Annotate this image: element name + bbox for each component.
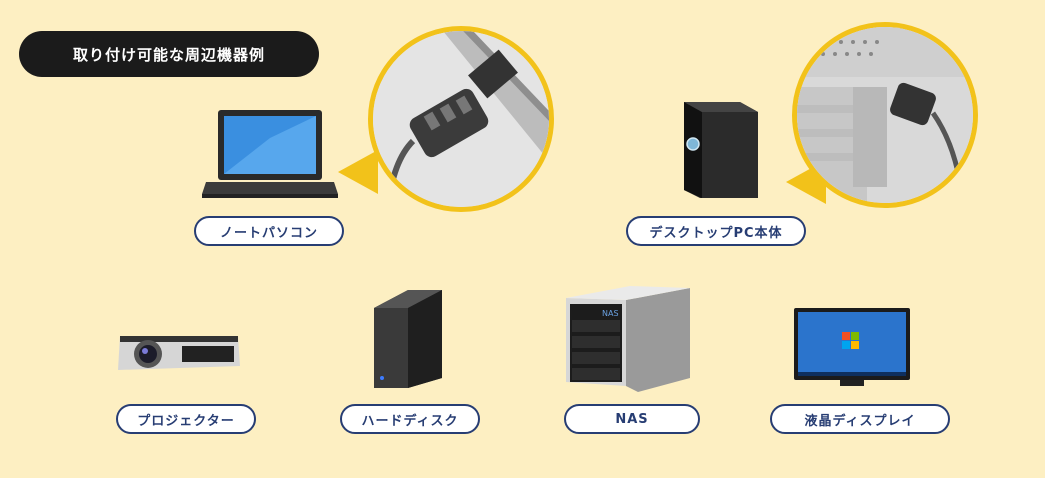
nas-image: NAS bbox=[566, 286, 690, 392]
nas-front-text: NAS bbox=[602, 309, 619, 318]
device-label-laptop: ノートパソコン bbox=[194, 216, 344, 246]
desktop-lock-zoom-image bbox=[792, 22, 978, 208]
device-label-projector: プロジェクター bbox=[116, 404, 256, 434]
section-title-badge: 取り付け可能な周辺機器例 bbox=[19, 31, 319, 77]
monitor-image bbox=[794, 308, 910, 386]
zoom-pointer-laptop bbox=[338, 150, 378, 194]
hard-disk-image bbox=[374, 290, 442, 388]
desktop-pc-image bbox=[684, 102, 758, 198]
device-label-nas: NAS bbox=[564, 404, 700, 434]
device-label-desktop-pc: デスクトップPC本体 bbox=[626, 216, 806, 246]
projector-image bbox=[118, 336, 240, 370]
device-label-hard-disk: ハードディスク bbox=[340, 404, 480, 434]
laptop-lock-zoom-image bbox=[368, 26, 554, 212]
laptop-image bbox=[202, 110, 338, 198]
device-label-lcd-display: 液晶ディスプレイ bbox=[770, 404, 950, 434]
